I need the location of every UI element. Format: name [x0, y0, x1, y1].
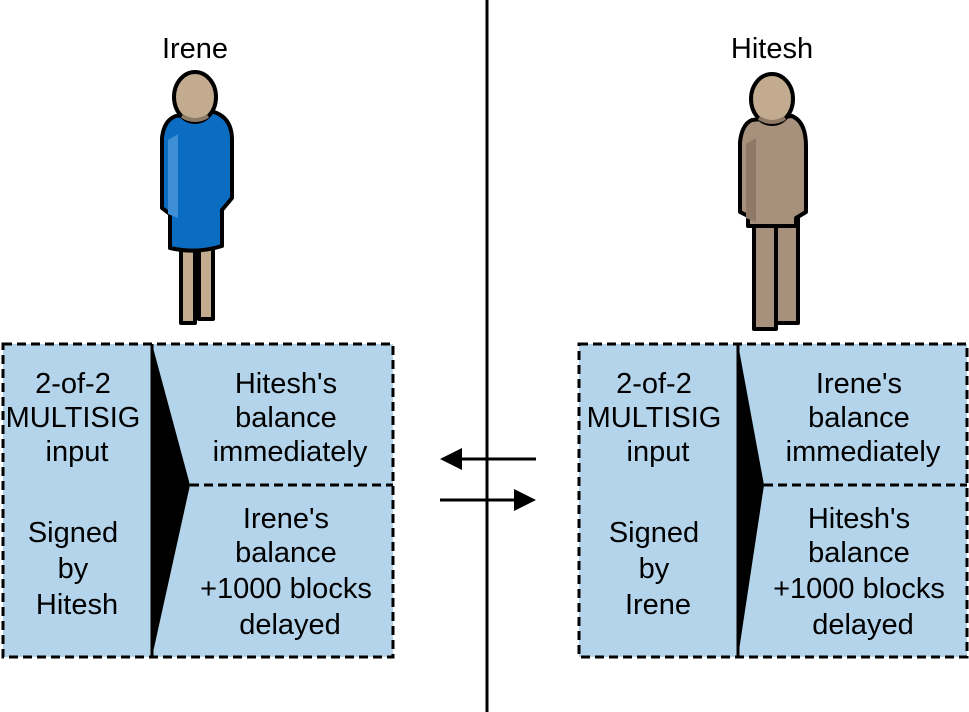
- left-output-top: Hitesh's balance immediately: [213, 368, 368, 468]
- hitesh-figure-icon: [738, 72, 808, 331]
- left-output-bottom: Irene's balance +1000 blocks delayed: [200, 503, 380, 641]
- right-input-label: 2-of-2 MULTISIG input: [587, 368, 730, 468]
- person-name-hitesh: Hitesh: [731, 33, 813, 65]
- left-wedge: [152, 344, 190, 657]
- left-tx-box: [1, 342, 395, 659]
- right-output-top: Irene's balance immediately: [786, 368, 941, 468]
- arrow-right: [440, 489, 536, 511]
- right-signed-label: Signed by Irene: [609, 517, 707, 621]
- left-signed-label: Signed by Hitesh: [28, 517, 126, 621]
- left-input-label: 2-of-2 MULTISIG input: [6, 368, 149, 468]
- right-output-bottom: Hitesh's balance +1000 blocks delayed: [773, 503, 953, 641]
- right-wedge: [738, 344, 764, 657]
- arrow-left: [440, 448, 536, 470]
- irene-figure-icon: [160, 70, 234, 325]
- right-tx-box: [577, 342, 969, 659]
- person-name-irene: Irene: [162, 33, 228, 65]
